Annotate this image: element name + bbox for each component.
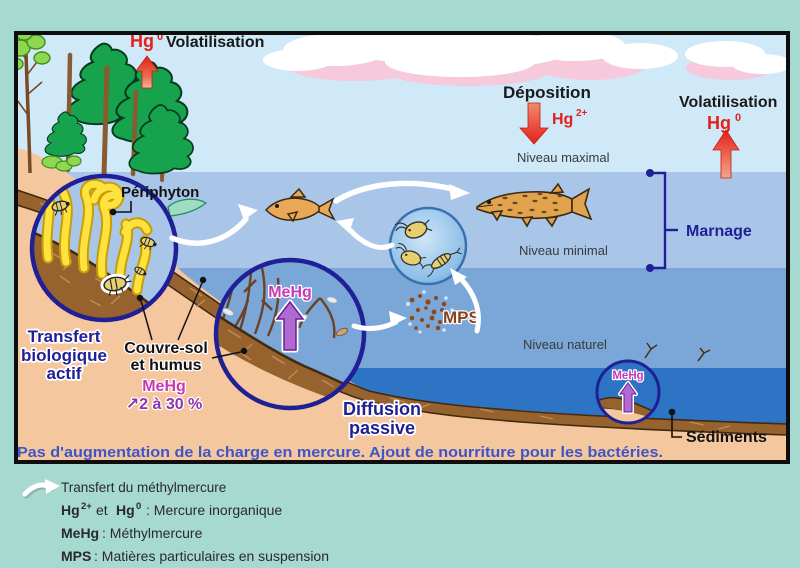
invertebrate-icon (51, 200, 70, 216)
legend-transfer-arrow-icon (22, 479, 60, 499)
red-down-arrow (519, 102, 549, 145)
hg0-right: Hg (707, 113, 731, 133)
svg-text:: Matières particulaires en su: : Matières particulaires en suspension (94, 548, 329, 564)
white-transfer-arrows (169, 180, 481, 334)
mehg-sediment-label: MeHg (612, 370, 643, 382)
hg2-label: Hg (552, 111, 573, 128)
invertebrate-icon (139, 236, 157, 251)
diffusion-circle: MeHg (213, 257, 367, 411)
deposition-label: Déposition (503, 83, 591, 102)
diagram-frame (14, 31, 790, 464)
couvre-sol-label: Couvre-sol et humus (123, 339, 209, 376)
hg2-sup: 2+ (576, 108, 588, 119)
svg-text:biologique: biologique (21, 346, 107, 365)
daphnia-icon (394, 219, 433, 239)
svg-text:Hg: Hg (116, 502, 135, 518)
deciduous-tree-icon (17, 34, 51, 174)
red-up-arrow-right (712, 129, 740, 179)
white-arrowheads (238, 184, 470, 326)
svg-text:Hg: Hg (61, 502, 80, 518)
couvre-sol-pointers (136, 276, 248, 359)
land (17, 148, 787, 461)
pike-fish-icon (476, 182, 593, 228)
red-up-arrow-left (135, 55, 159, 89)
periphyton-pointer (109, 201, 132, 216)
bush-icon (41, 155, 82, 172)
zooplankton-circle (388, 206, 468, 286)
svg-text:MeHg: MeHg (61, 525, 99, 541)
mehg-circle-label: MeHg (268, 284, 312, 301)
legend-line1: Transfert du méthylmercure (61, 480, 226, 495)
svg-text:Transfert: Transfert (28, 327, 101, 346)
niveau-maximal-label: Niveau maximal (517, 150, 610, 165)
volatilisation-left-label: Hg 0 Volatilisation (130, 31, 264, 51)
cloud-icons (263, 34, 787, 86)
periphyton-circle (29, 173, 179, 323)
daphnia-icon (395, 242, 427, 268)
volatilisation-left-text: Volatilisation (166, 34, 264, 51)
amphipod-icon (100, 273, 132, 296)
copepod-icon (421, 247, 462, 278)
legend-line4: MPS : Matières particulaires en suspensi… (61, 548, 329, 564)
purple-up-arrow-small (619, 382, 637, 413)
svg-text:passive: passive (349, 418, 415, 438)
diffusion-passive-label: Diffusion passive (341, 397, 423, 440)
svg-text:et: et (96, 502, 108, 518)
hg0-left: Hg (130, 31, 154, 51)
sediments-pointer (668, 408, 682, 438)
svg-text:et humus: et humus (130, 357, 201, 374)
niveau-naturel-label: Niveau naturel (523, 337, 607, 352)
periphyton-label: Périphyton (121, 184, 199, 201)
niveau-minimal-label: Niveau minimal (519, 243, 608, 258)
svg-text:0: 0 (136, 501, 141, 512)
legend-line2: Hg 2+ et Hg 0 : Mercure inorganique (61, 501, 282, 518)
mps-label: MPS (443, 308, 480, 327)
legend-line3: MeHg : Méthylmercure (61, 525, 203, 541)
sediments-label: Sédiments (686, 429, 767, 446)
hg0-left-sup: 0 (157, 31, 163, 43)
hg0-right-sup: 0 (735, 112, 741, 124)
bottom-twigs-icon (644, 342, 711, 362)
legend: Transfert du méthylmercure Hg 2+ et Hg 0… (22, 479, 329, 564)
pine-trees-icon (41, 42, 194, 182)
svg-text:: Mercure inorganique: : Mercure inorganique (146, 502, 282, 518)
mps-particles (406, 290, 454, 334)
mehg-soil-label: MeHg ↗2 à 30 % (124, 377, 203, 415)
banner-text: Pas d'augmentation de la charge en mercu… (17, 444, 663, 461)
marnage-bracket (646, 169, 678, 272)
volatilisation-right-label: Volatilisation (679, 94, 777, 111)
svg-text:Diffusion: Diffusion (343, 399, 421, 419)
floating-leaf-icon (167, 198, 208, 217)
purple-up-arrow (275, 300, 305, 351)
svg-text:2+: 2+ (81, 501, 92, 512)
svg-text:actif: actif (47, 364, 82, 383)
marnage-label: Marnage (686, 223, 752, 240)
svg-text:Couvre-sol: Couvre-sol (124, 340, 208, 357)
svg-text:MPS: MPS (61, 548, 91, 564)
svg-text:: Méthylmercure: : Méthylmercure (102, 525, 203, 541)
small-fish-icon (264, 187, 336, 223)
transfert-biologique-label: Transfert biologique actif (19, 325, 108, 385)
svg-text:↗2 à 30 %: ↗2 à 30 % (126, 396, 203, 413)
invertebrate-icon (134, 266, 147, 276)
svg-text:MeHg: MeHg (142, 378, 186, 395)
